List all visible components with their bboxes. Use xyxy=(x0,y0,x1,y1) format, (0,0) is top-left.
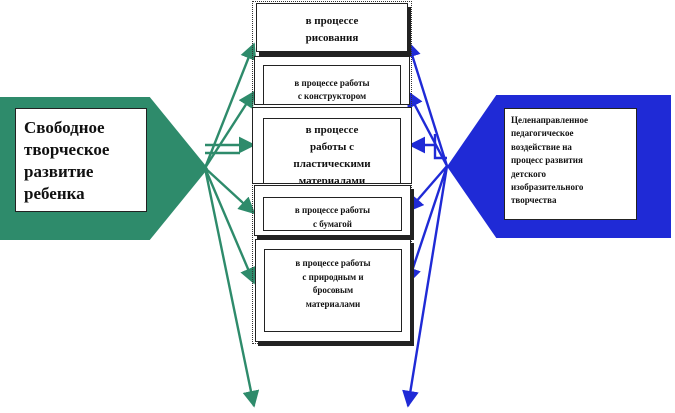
activity-box-drawing: в процессе рисования xyxy=(256,3,408,52)
right-block-line: Целенаправленное xyxy=(511,115,588,125)
right-block: Целенаправленное педагогическое воздейст… xyxy=(447,95,671,238)
activity-line: бросовым xyxy=(312,285,354,296)
green-arrow-6 xyxy=(203,167,260,408)
blue-arrow-5 xyxy=(404,165,449,285)
right-block-line: детского xyxy=(511,168,547,179)
right-block-textbox: Целенаправленное педагогическое воздейст… xyxy=(504,108,637,220)
inner-frame xyxy=(263,65,401,104)
left-block-line: творческое xyxy=(24,140,110,159)
activity-line: рисования xyxy=(305,32,359,44)
inner-frame xyxy=(264,249,402,332)
activity-line: в процессе работы xyxy=(294,78,370,88)
activity-line: в процессе xyxy=(305,124,359,136)
left-block-textbox: Свободное творческое развитие ребенка xyxy=(15,108,147,212)
activity-line: работы с xyxy=(310,141,354,153)
activity-line: материалами xyxy=(298,175,366,184)
blue-bracket xyxy=(433,134,447,160)
left-block-line: ребенка xyxy=(24,184,85,203)
activity-box-plastic: в процессе работы с пластическими матери… xyxy=(252,107,412,184)
left-block-line: развитие xyxy=(24,162,94,181)
left-block: Свободное творческое развитие ребенка xyxy=(0,97,208,240)
green-arrow-2 xyxy=(203,90,256,169)
activity-line: в процессе работы xyxy=(294,205,371,215)
right-block-line: воздействие на xyxy=(511,141,572,152)
blue-arrow-4 xyxy=(406,165,448,213)
green-arrow-5 xyxy=(203,167,256,285)
activity-line: с природным и xyxy=(302,271,364,282)
right-block-line: творчества xyxy=(511,195,557,206)
blue-arrow-6 xyxy=(402,165,449,408)
activity-line: материалами xyxy=(305,298,361,309)
blue-arrow-1 xyxy=(404,40,449,167)
right-block-line: процесс развития xyxy=(511,155,583,166)
activity-line: в процессе xyxy=(305,15,359,27)
right-block-line: педагогическое xyxy=(511,128,574,139)
activity-line: с конструктором xyxy=(297,91,367,101)
right-block-line: изобразительного xyxy=(511,182,584,193)
activity-line: с бумагой xyxy=(313,219,352,229)
activity-line: в процессе работы xyxy=(295,258,371,268)
green-arrow-4 xyxy=(204,167,256,215)
green-arrow-1 xyxy=(203,42,257,169)
inner-frame xyxy=(263,118,401,183)
blue-arrow-2 xyxy=(406,90,449,167)
inner-frame xyxy=(263,197,402,231)
activity-box-natural: в процессе работы с природным и бросовым… xyxy=(255,239,411,342)
activity-box-constructor: в процессе работы с конструктором xyxy=(254,56,410,105)
left-block-line: Свободное xyxy=(24,118,105,137)
activity-line: пластическими xyxy=(293,158,371,170)
activity-box-paper: в процессе работы с бумагой xyxy=(254,185,411,236)
